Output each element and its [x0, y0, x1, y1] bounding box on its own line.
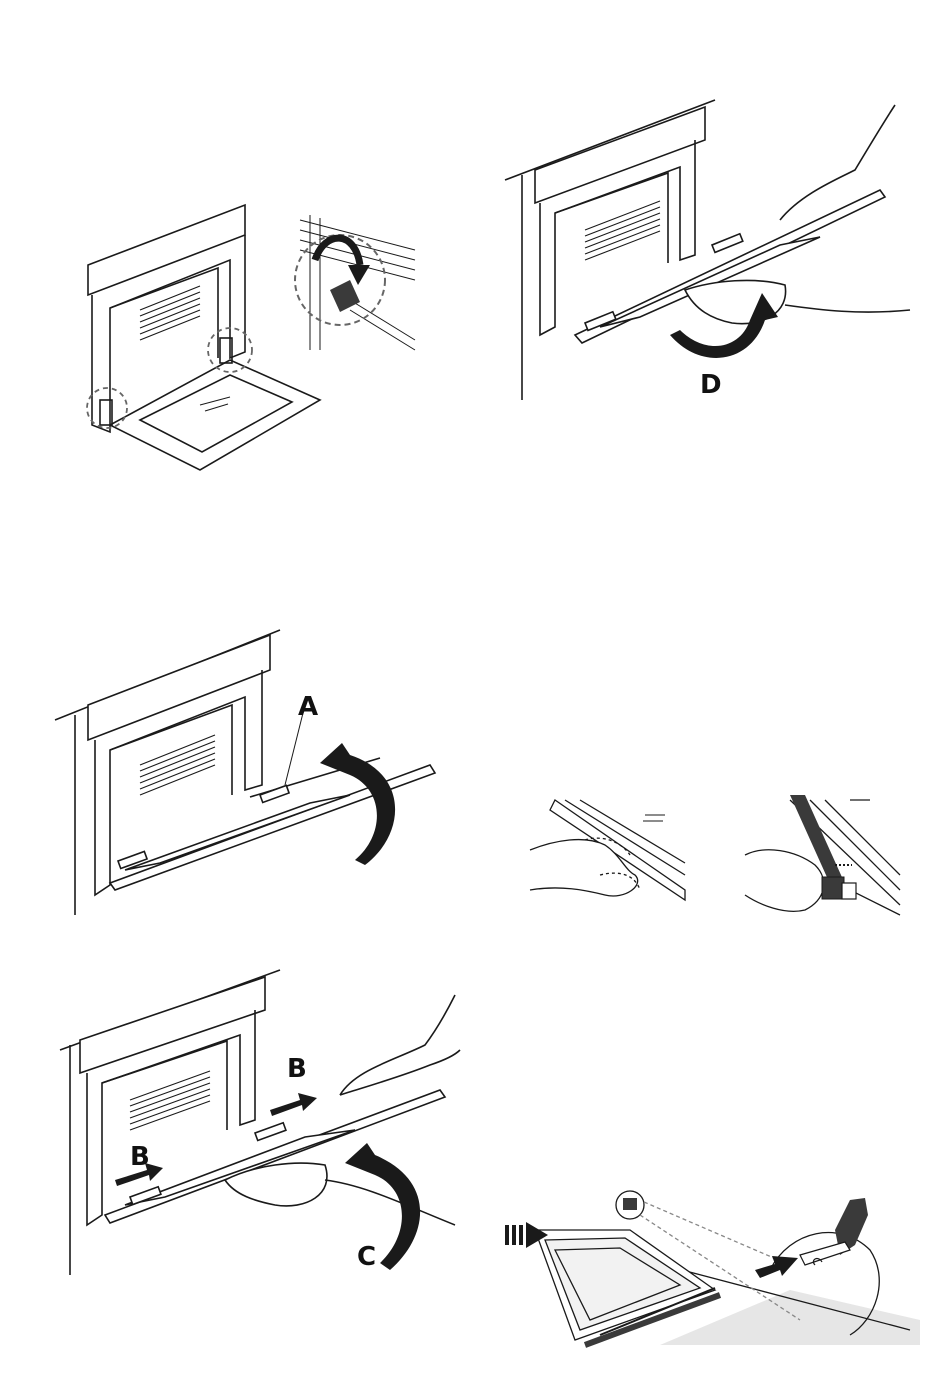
glass-grip-right-illustration: [740, 795, 905, 920]
figure-door-remove: D: [500, 95, 920, 405]
oven-door-slide-illustration: B B C: [55, 965, 465, 1285]
glass-reinsert-illustration: [500, 1170, 920, 1355]
oven-open-door-illustration: [70, 190, 430, 480]
callout-a: A: [298, 692, 318, 722]
oven-door-lift-illustration: A: [50, 625, 440, 915]
figure-glass-reinsert: [500, 1170, 920, 1355]
glass-grip-left-illustration: [525, 795, 690, 920]
figure-glass-grip-right: [740, 795, 905, 920]
callout-b-upper: B: [287, 1054, 307, 1084]
callout-b-lower: B: [130, 1142, 150, 1172]
figure-hinge-release: [70, 190, 430, 480]
figure-door-slide: B B C: [55, 965, 465, 1285]
oven-door-remove-illustration: D: [500, 95, 920, 405]
figure-door-lift: A: [50, 625, 440, 915]
callout-c: C: [357, 1242, 376, 1272]
callout-d: D: [700, 370, 722, 400]
figure-glass-grip-left: [525, 795, 690, 920]
